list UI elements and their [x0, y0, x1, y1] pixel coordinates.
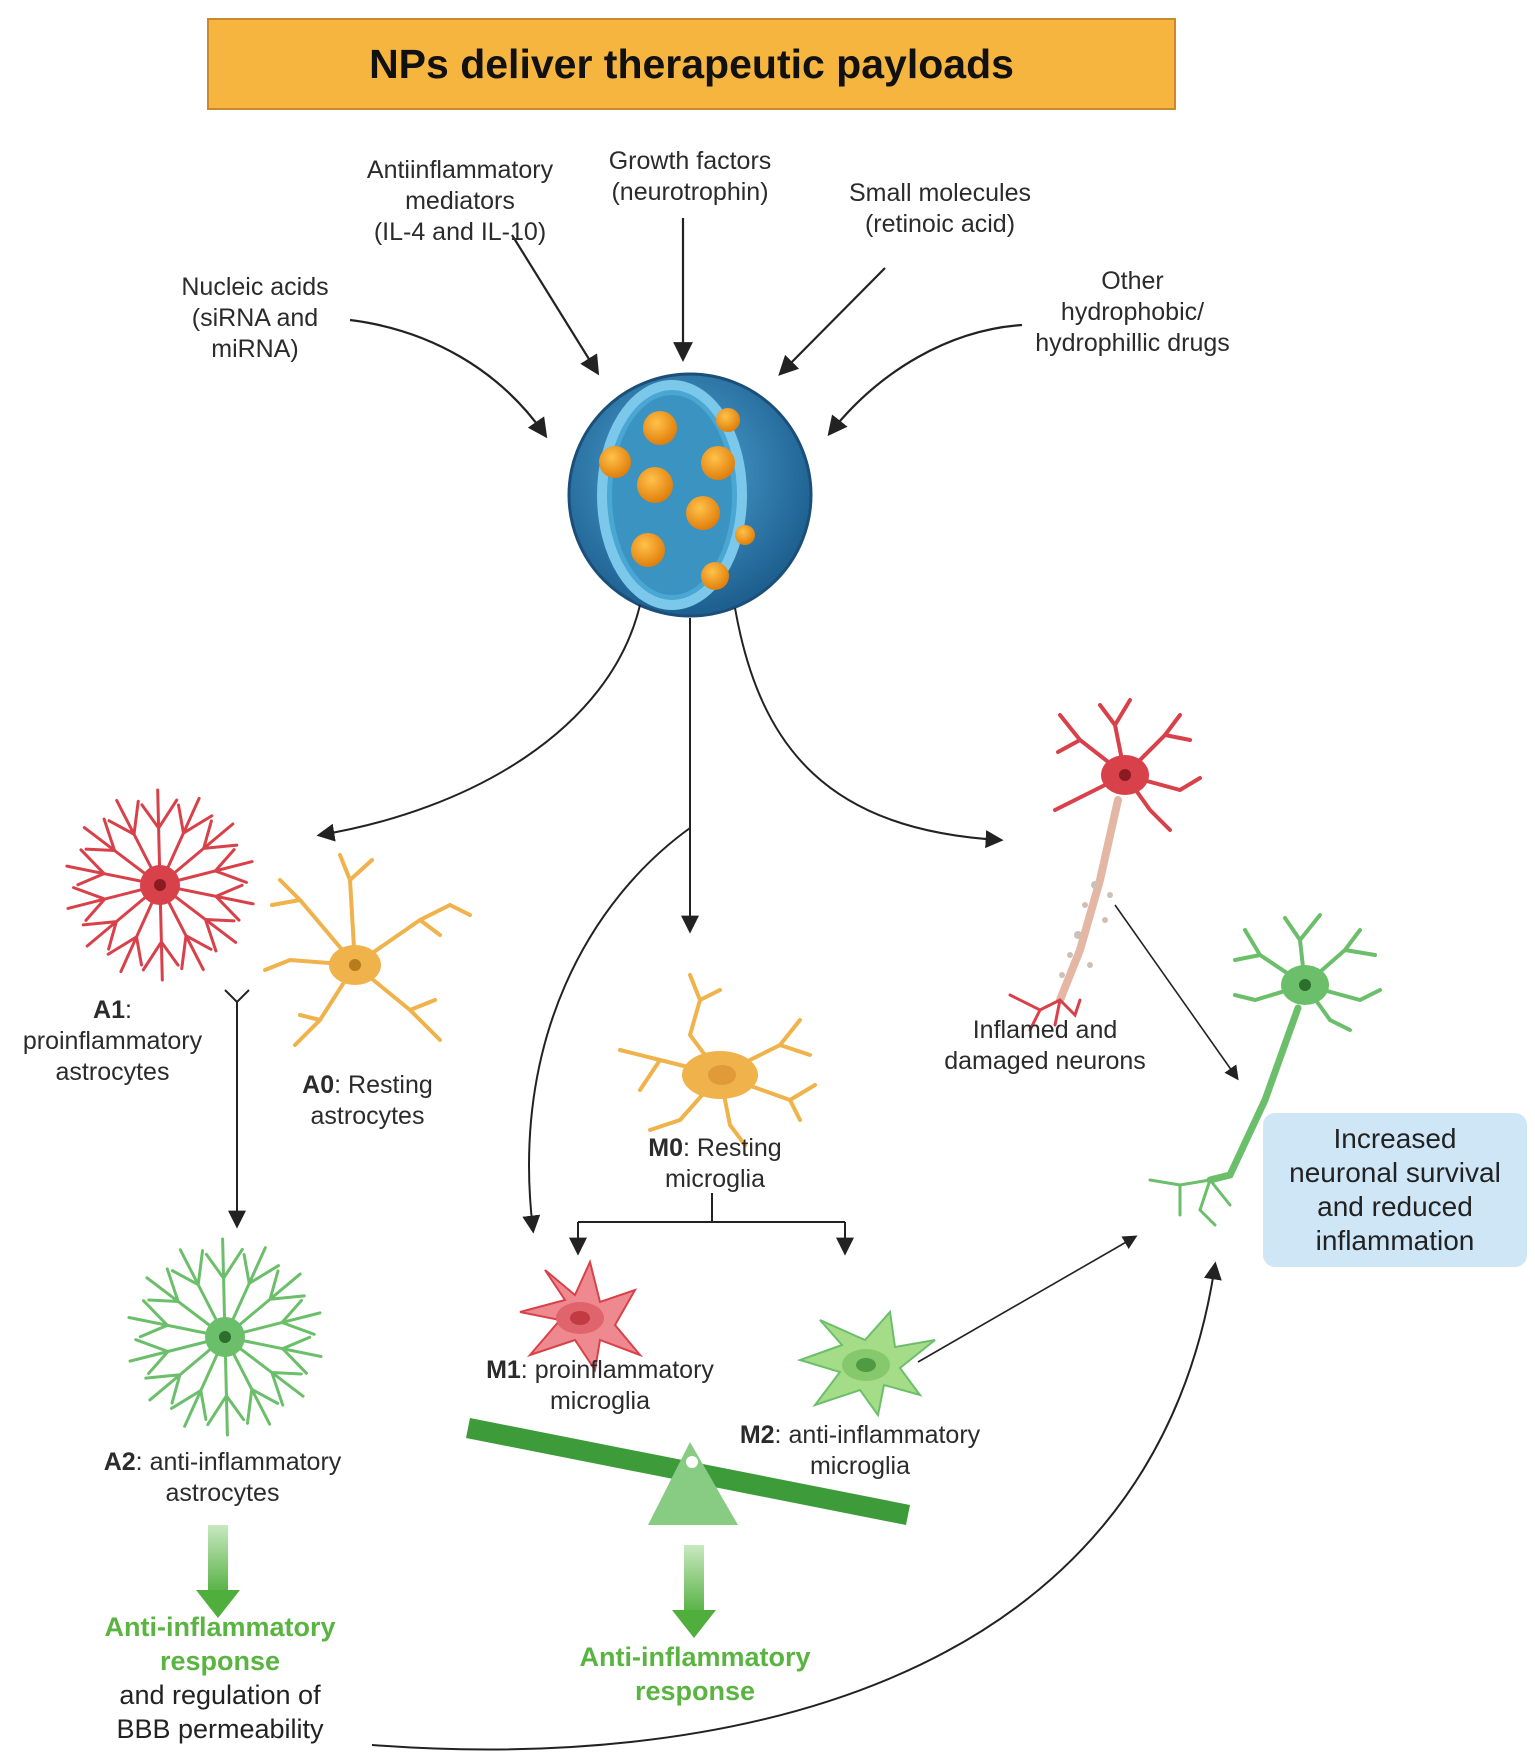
- arrow-to-m1: [522, 827, 691, 1234]
- m1-desc: : proinflammatory: [520, 1356, 714, 1384]
- a0-desc: : Resting: [334, 1071, 433, 1099]
- astro-outcome-dark: and regulation of BBB permeability: [116, 1680, 324, 1744]
- page-title: NPs deliver therapeutic payloads: [369, 40, 1014, 87]
- label-a2-astrocytes: A2: anti-inflammatory astrocytes: [60, 1447, 385, 1509]
- label-other-drugs: Other hydrophobic/ hydrophillic drugs: [1010, 266, 1255, 359]
- a0-code: A0: [302, 1071, 335, 1099]
- arrow-other-drugs: [827, 323, 1023, 437]
- label-line: Nucleic acids: [181, 273, 329, 301]
- arrow-neuron-recovery: [1114, 904, 1239, 1081]
- arrow-m2-recovery: [917, 1235, 1138, 1363]
- label-antiinflammatory-mediators: Antiinflammatory mediators (IL-4 and IL-…: [340, 155, 580, 248]
- m2-desc: : anti-inflammatory: [774, 1421, 981, 1449]
- label-line: astrocytes: [165, 1479, 280, 1507]
- m1-microglia-icon: [519, 1258, 644, 1373]
- label-line: Growth factors: [608, 147, 772, 175]
- label-line: microglia: [664, 1165, 766, 1193]
- green-down-arrows: [196, 1525, 716, 1638]
- a1-code: A1: [93, 996, 125, 1024]
- m2-microglia-icon: [796, 1309, 936, 1418]
- healthy-neuron-icon: [1148, 913, 1382, 1227]
- label-a0-astrocytes: A0: Resting astrocytes: [255, 1070, 480, 1132]
- label-line: hydrophillic drugs: [1035, 329, 1230, 357]
- a0-astrocyte-icon: [263, 853, 472, 1047]
- arrow-antiinflammatory: [511, 234, 600, 376]
- label-damaged-neurons: Inflamed and damaged neurons: [920, 1015, 1170, 1077]
- micro-outcome-green: Anti-inflammatory response: [579, 1642, 811, 1706]
- label-m2-microglia: M2: anti-inflammatory microglia: [715, 1420, 1005, 1482]
- label-line: miRNA): [211, 335, 299, 363]
- a2-code: A2: [103, 1448, 136, 1476]
- label-line: Other: [1101, 267, 1164, 295]
- astro-outcome-green: Anti-inflammatory response: [104, 1612, 336, 1676]
- label-line: microglia: [809, 1452, 911, 1480]
- label-line: Small molecules: [848, 179, 1031, 207]
- m1-code: M1: [486, 1356, 521, 1384]
- label-line: microglia: [549, 1387, 651, 1415]
- arrow-nucleic-acids: [349, 318, 548, 439]
- label-line: mediators: [405, 187, 515, 215]
- label-line: (IL-4 and IL-10): [373, 218, 547, 246]
- a2-desc: : anti-inflammatory: [135, 1448, 342, 1476]
- arrow-to-astrocytes: [316, 604, 641, 842]
- micro-green-arrow-shaft: [684, 1545, 704, 1617]
- label-line: Antiinflammatory: [366, 156, 554, 184]
- distribution-arrows: [224, 604, 1239, 1751]
- astro-green-arrow-shaft: [208, 1525, 228, 1597]
- label-line: Inflamed and: [972, 1016, 1118, 1044]
- micro-green-arrowhead: [672, 1610, 716, 1638]
- m0-microglia-icon: [618, 973, 817, 1147]
- label-line: proinflammatory: [22, 1027, 203, 1055]
- label-a1-astrocytes: A1: proinflammatory astrocytes: [0, 995, 225, 1088]
- payload-arrows: [349, 218, 1023, 439]
- m2-code: M2: [739, 1421, 775, 1449]
- label-line: hydrophobic/: [1060, 298, 1205, 326]
- arrow-astro-recovery: [371, 1261, 1222, 1751]
- label-line: (retinoic acid): [864, 210, 1016, 238]
- label-line: astrocytes: [310, 1102, 425, 1130]
- a1-astrocyte-icon: [65, 788, 255, 982]
- label-line: (siRNA and: [191, 304, 319, 332]
- arrow-to-neurons: [734, 607, 1004, 849]
- damaged-neuron-icon: [1008, 698, 1202, 1032]
- label-line: damaged neurons: [944, 1047, 1146, 1075]
- label-line: (neurotrophin): [611, 178, 769, 206]
- m0-code: M0: [648, 1134, 684, 1162]
- outcome-box: Increased neuronal survival and reduced …: [1263, 1113, 1527, 1267]
- m0-desc: : Resting: [683, 1134, 782, 1162]
- a2-astrocyte-icon: [127, 1237, 323, 1437]
- label-nucleic-acids: Nucleic acids (siRNA and miRNA): [150, 272, 360, 365]
- label-m0-microglia: M0: Resting microglia: [610, 1133, 820, 1195]
- astro-green-arrowhead: [196, 1590, 240, 1618]
- label-small-molecules: Small molecules (retinoic acid): [820, 178, 1060, 240]
- label-growth-factors: Growth factors (neurotrophin): [575, 146, 805, 208]
- nanoparticle-icon: [567, 372, 813, 618]
- arrow-small-molecules: [778, 267, 886, 376]
- label-line: astrocytes: [55, 1058, 170, 1086]
- label-m1-microglia: M1: proinflammatory microglia: [460, 1355, 740, 1417]
- title-banner: NPs deliver therapeutic payloads: [207, 18, 1176, 110]
- seesaw-balance-icon: [466, 1418, 910, 1525]
